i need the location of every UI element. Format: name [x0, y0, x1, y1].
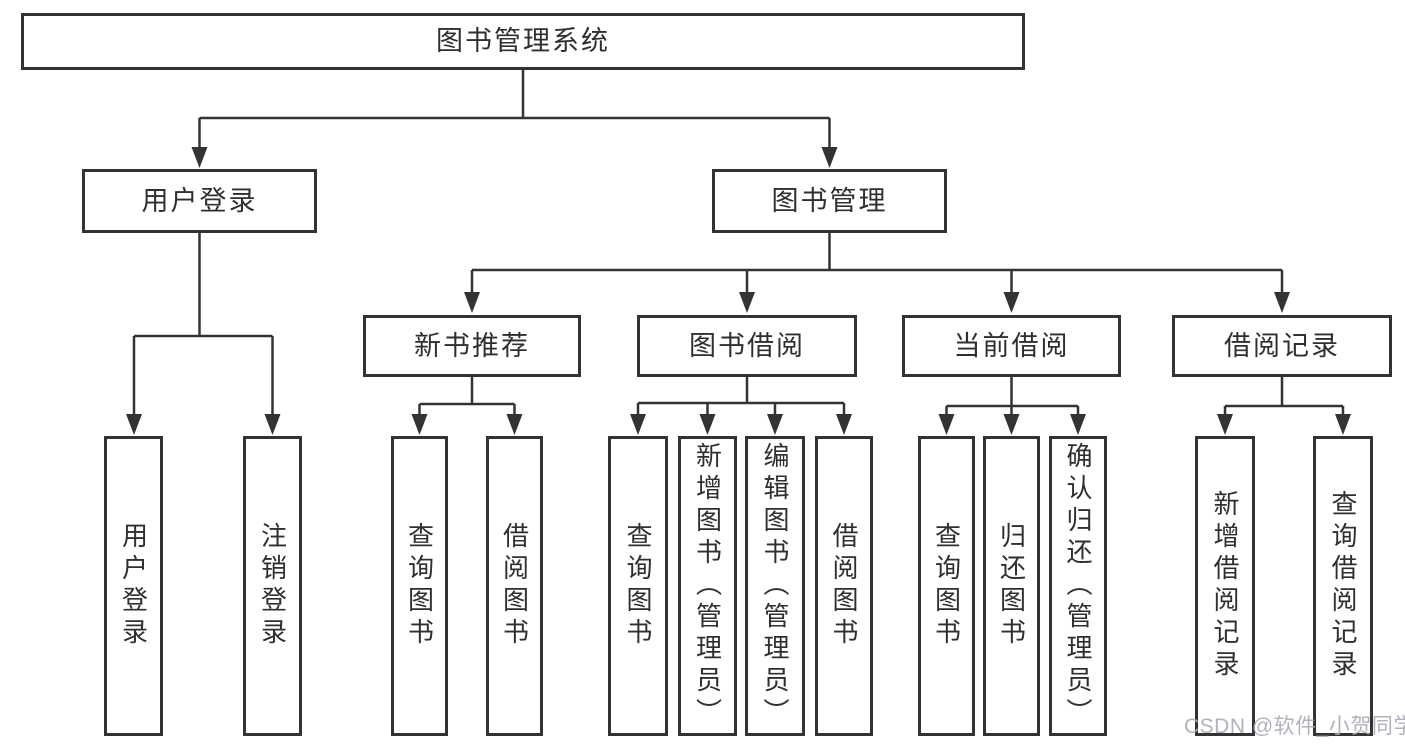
arrowheads: [126, 147, 1351, 435]
leaf-label: 借阅图书: [499, 522, 530, 650]
leaf-query-books-recommend: 查询图书: [391, 436, 448, 736]
leaf-confirm-return-admin: 确认归还（管理员）: [1049, 436, 1107, 736]
leaf-borrow-books-recommend: 借阅图书: [486, 436, 543, 736]
node-borrow-records: 借阅记录: [1172, 315, 1392, 377]
node-new-book-recommend: 新书推荐: [363, 315, 581, 377]
leaf-label: 查询图书: [404, 522, 435, 650]
leaf-return-book: 归还图书: [983, 436, 1040, 736]
leaf-label: 查询图书: [931, 522, 962, 650]
leaf-label: 查询借阅记录: [1328, 490, 1358, 682]
tree-connectors: [132, 69, 1345, 415]
node-book-borrow: 图书借阅: [637, 315, 857, 377]
leaf-query-borrow-record: 查询借阅记录: [1313, 436, 1373, 736]
leaf-label: 新增图书（管理员）: [692, 442, 723, 730]
leaf-edit-book-admin: 编辑图书（管理员）: [745, 436, 805, 736]
leaf-label: 归还图书: [996, 522, 1027, 650]
leaf-query-books-current: 查询图书: [918, 436, 975, 736]
leaf-label: 注销登录: [257, 522, 288, 650]
leaf-query-books-borrow: 查询图书: [608, 436, 668, 736]
leaf-add-borrow-record: 新增借阅记录: [1195, 436, 1255, 736]
leaf-label: 新增借阅记录: [1210, 490, 1240, 682]
csdn-watermark: CSDN @软件_小贺同学: [1184, 715, 1405, 738]
leaf-label: 确认归还（管理员）: [1063, 442, 1093, 730]
leaf-label: 编辑图书（管理员）: [760, 442, 790, 730]
leaf-borrow-books: 借阅图书: [815, 436, 873, 736]
node-user-login: 用户登录: [82, 169, 317, 233]
leaf-logout: 注销登录: [243, 436, 302, 736]
node-current-borrow: 当前借阅: [902, 315, 1121, 377]
node-root: 图书管理系统: [21, 13, 1025, 70]
leaf-label: 借阅图书: [829, 522, 859, 650]
node-book-management: 图书管理: [712, 169, 947, 233]
leaf-label: 用户登录: [118, 522, 149, 650]
leaf-label: 查询图书: [623, 522, 653, 650]
leaf-user-login: 用户登录: [104, 436, 163, 736]
leaf-add-book-admin: 新增图书（管理员）: [678, 436, 737, 736]
